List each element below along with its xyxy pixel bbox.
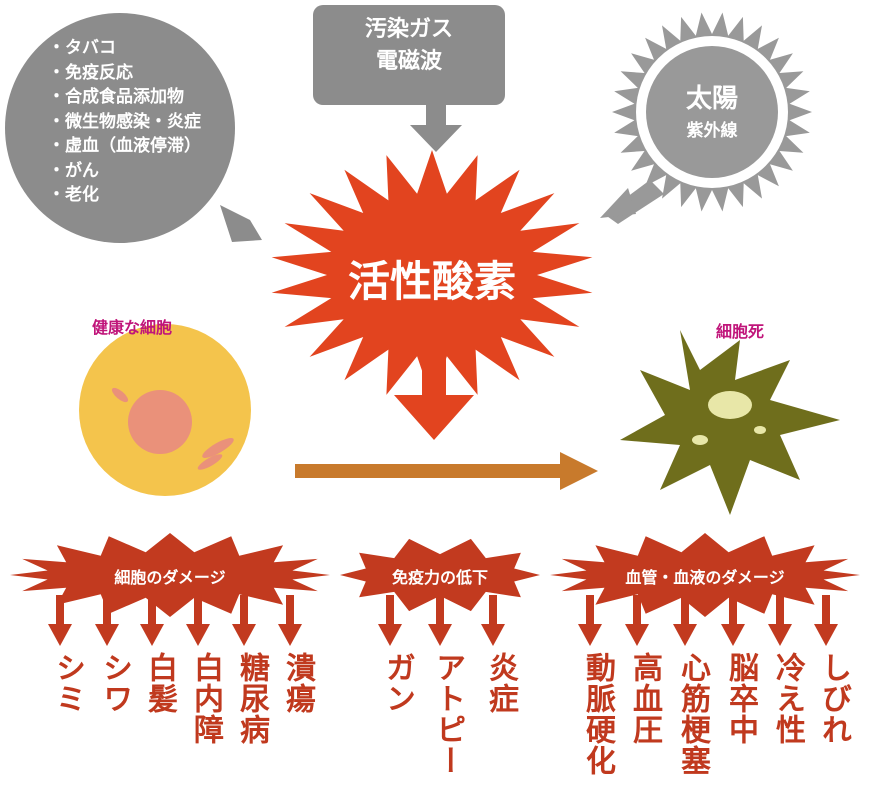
effect-arrow-shaft bbox=[681, 595, 689, 627]
effect-label: 心筋梗塞 bbox=[675, 652, 710, 776]
effect-arrow-head bbox=[140, 624, 164, 646]
cause-item: がん bbox=[48, 159, 201, 184]
effect-label: 白髪 bbox=[142, 652, 177, 714]
effect-arrow-head bbox=[278, 624, 302, 646]
effect-arrow-head bbox=[232, 624, 256, 646]
pollution-line2: 電磁波 bbox=[375, 49, 442, 74]
effect-arrow-head bbox=[481, 624, 505, 646]
effect-arrow-head bbox=[95, 624, 119, 646]
effect-arrow-shaft bbox=[103, 595, 111, 627]
group-title-cell: 細胞のダメージ bbox=[114, 568, 226, 587]
effect-arrow-head bbox=[768, 624, 792, 646]
effect-label: 高血圧 bbox=[627, 652, 662, 745]
effect-arrow-shaft bbox=[386, 595, 394, 627]
sun-arrow-head bbox=[600, 188, 636, 218]
causes-list: タバコ 免疫反応 合成食品添加物 微生物感染・炎症 虚血（血液停滞） がん 老化 bbox=[48, 36, 201, 208]
cause-item: タバコ bbox=[48, 36, 201, 61]
effect-arrow-head bbox=[625, 624, 649, 646]
group-banner bbox=[10, 533, 330, 617]
core-label: 活性酸素 bbox=[347, 257, 516, 306]
effect-label: シミ bbox=[50, 652, 85, 714]
effect-label: 動脈硬化 bbox=[580, 652, 615, 776]
effect-arrow-head bbox=[721, 624, 745, 646]
effect-label: 白内障 bbox=[188, 652, 223, 745]
effect-arrow-shaft bbox=[586, 595, 594, 627]
effect-arrow-head bbox=[378, 624, 402, 646]
effect-arrow-shaft bbox=[240, 595, 248, 627]
pollution-line1: 汚染ガス bbox=[364, 17, 453, 42]
effect-label: ガン bbox=[380, 652, 415, 714]
effect-arrow-shaft bbox=[436, 595, 444, 627]
healthy-cell-label: 健康な細胞 bbox=[92, 318, 173, 337]
core-down-arrow bbox=[394, 350, 474, 440]
effect-label: 潰瘍 bbox=[280, 652, 315, 714]
group-title-vascular: 血管・血液のダメージ bbox=[625, 568, 785, 587]
pollution-box bbox=[313, 5, 505, 105]
cause-item: 微生物感染・炎症 bbox=[48, 110, 201, 135]
effect-arrow-shaft bbox=[822, 595, 830, 627]
dead-cell-icon bbox=[620, 330, 840, 515]
effect-arrow-head bbox=[428, 624, 452, 646]
sun-title: 太陽 bbox=[685, 84, 738, 114]
effect-arrow-head bbox=[186, 624, 210, 646]
effect-arrow-head bbox=[578, 624, 602, 646]
cause-item: 合成食品添加物 bbox=[48, 85, 201, 110]
effect-arrow-shaft bbox=[776, 595, 784, 627]
effect-arrow-shaft bbox=[148, 595, 156, 627]
effect-label: 糖尿病 bbox=[234, 652, 269, 745]
effect-arrow-shaft bbox=[633, 595, 641, 627]
effect-label: しびれ bbox=[816, 652, 851, 745]
effect-arrow-head bbox=[48, 624, 72, 646]
pollution-arrow bbox=[410, 105, 462, 152]
effect-arrow-head bbox=[673, 624, 697, 646]
cause-item: 老化 bbox=[48, 183, 201, 208]
group-banner bbox=[340, 538, 540, 612]
sun-icon bbox=[612, 12, 812, 212]
effect-arrow-head bbox=[814, 624, 838, 646]
bubble-arrow bbox=[220, 205, 262, 242]
effect-arrow-shaft bbox=[489, 595, 497, 627]
effect-label: シワ bbox=[97, 652, 132, 714]
cause-item: 免疫反応 bbox=[48, 61, 201, 86]
effect-label: 脳卒中 bbox=[723, 652, 758, 745]
pollution-text: 汚染ガス 電磁波 bbox=[313, 14, 505, 78]
effect-label: アトピー bbox=[430, 652, 465, 776]
effect-arrow-shaft bbox=[194, 595, 202, 627]
nucleus bbox=[128, 390, 192, 454]
sun-text: 太陽 紫外線 bbox=[652, 82, 772, 141]
effect-arrow-shaft bbox=[286, 595, 294, 627]
transition-arrow bbox=[295, 464, 565, 478]
effect-label: 冷え性 bbox=[770, 652, 805, 745]
core-burst bbox=[271, 150, 593, 400]
sun-disc bbox=[646, 46, 778, 178]
sun-arrow-body bbox=[604, 180, 664, 224]
effect-arrow-shaft bbox=[56, 595, 64, 627]
dead-cell-label: 細胞死 bbox=[716, 322, 765, 341]
cause-item: 虚血（血液停滞） bbox=[48, 134, 201, 159]
effect-label: 炎症 bbox=[483, 652, 518, 714]
sun-subtitle: 紫外線 bbox=[686, 121, 738, 141]
group-title-immune: 免疫力の低下 bbox=[391, 568, 488, 587]
effect-arrow-shaft bbox=[729, 595, 737, 627]
